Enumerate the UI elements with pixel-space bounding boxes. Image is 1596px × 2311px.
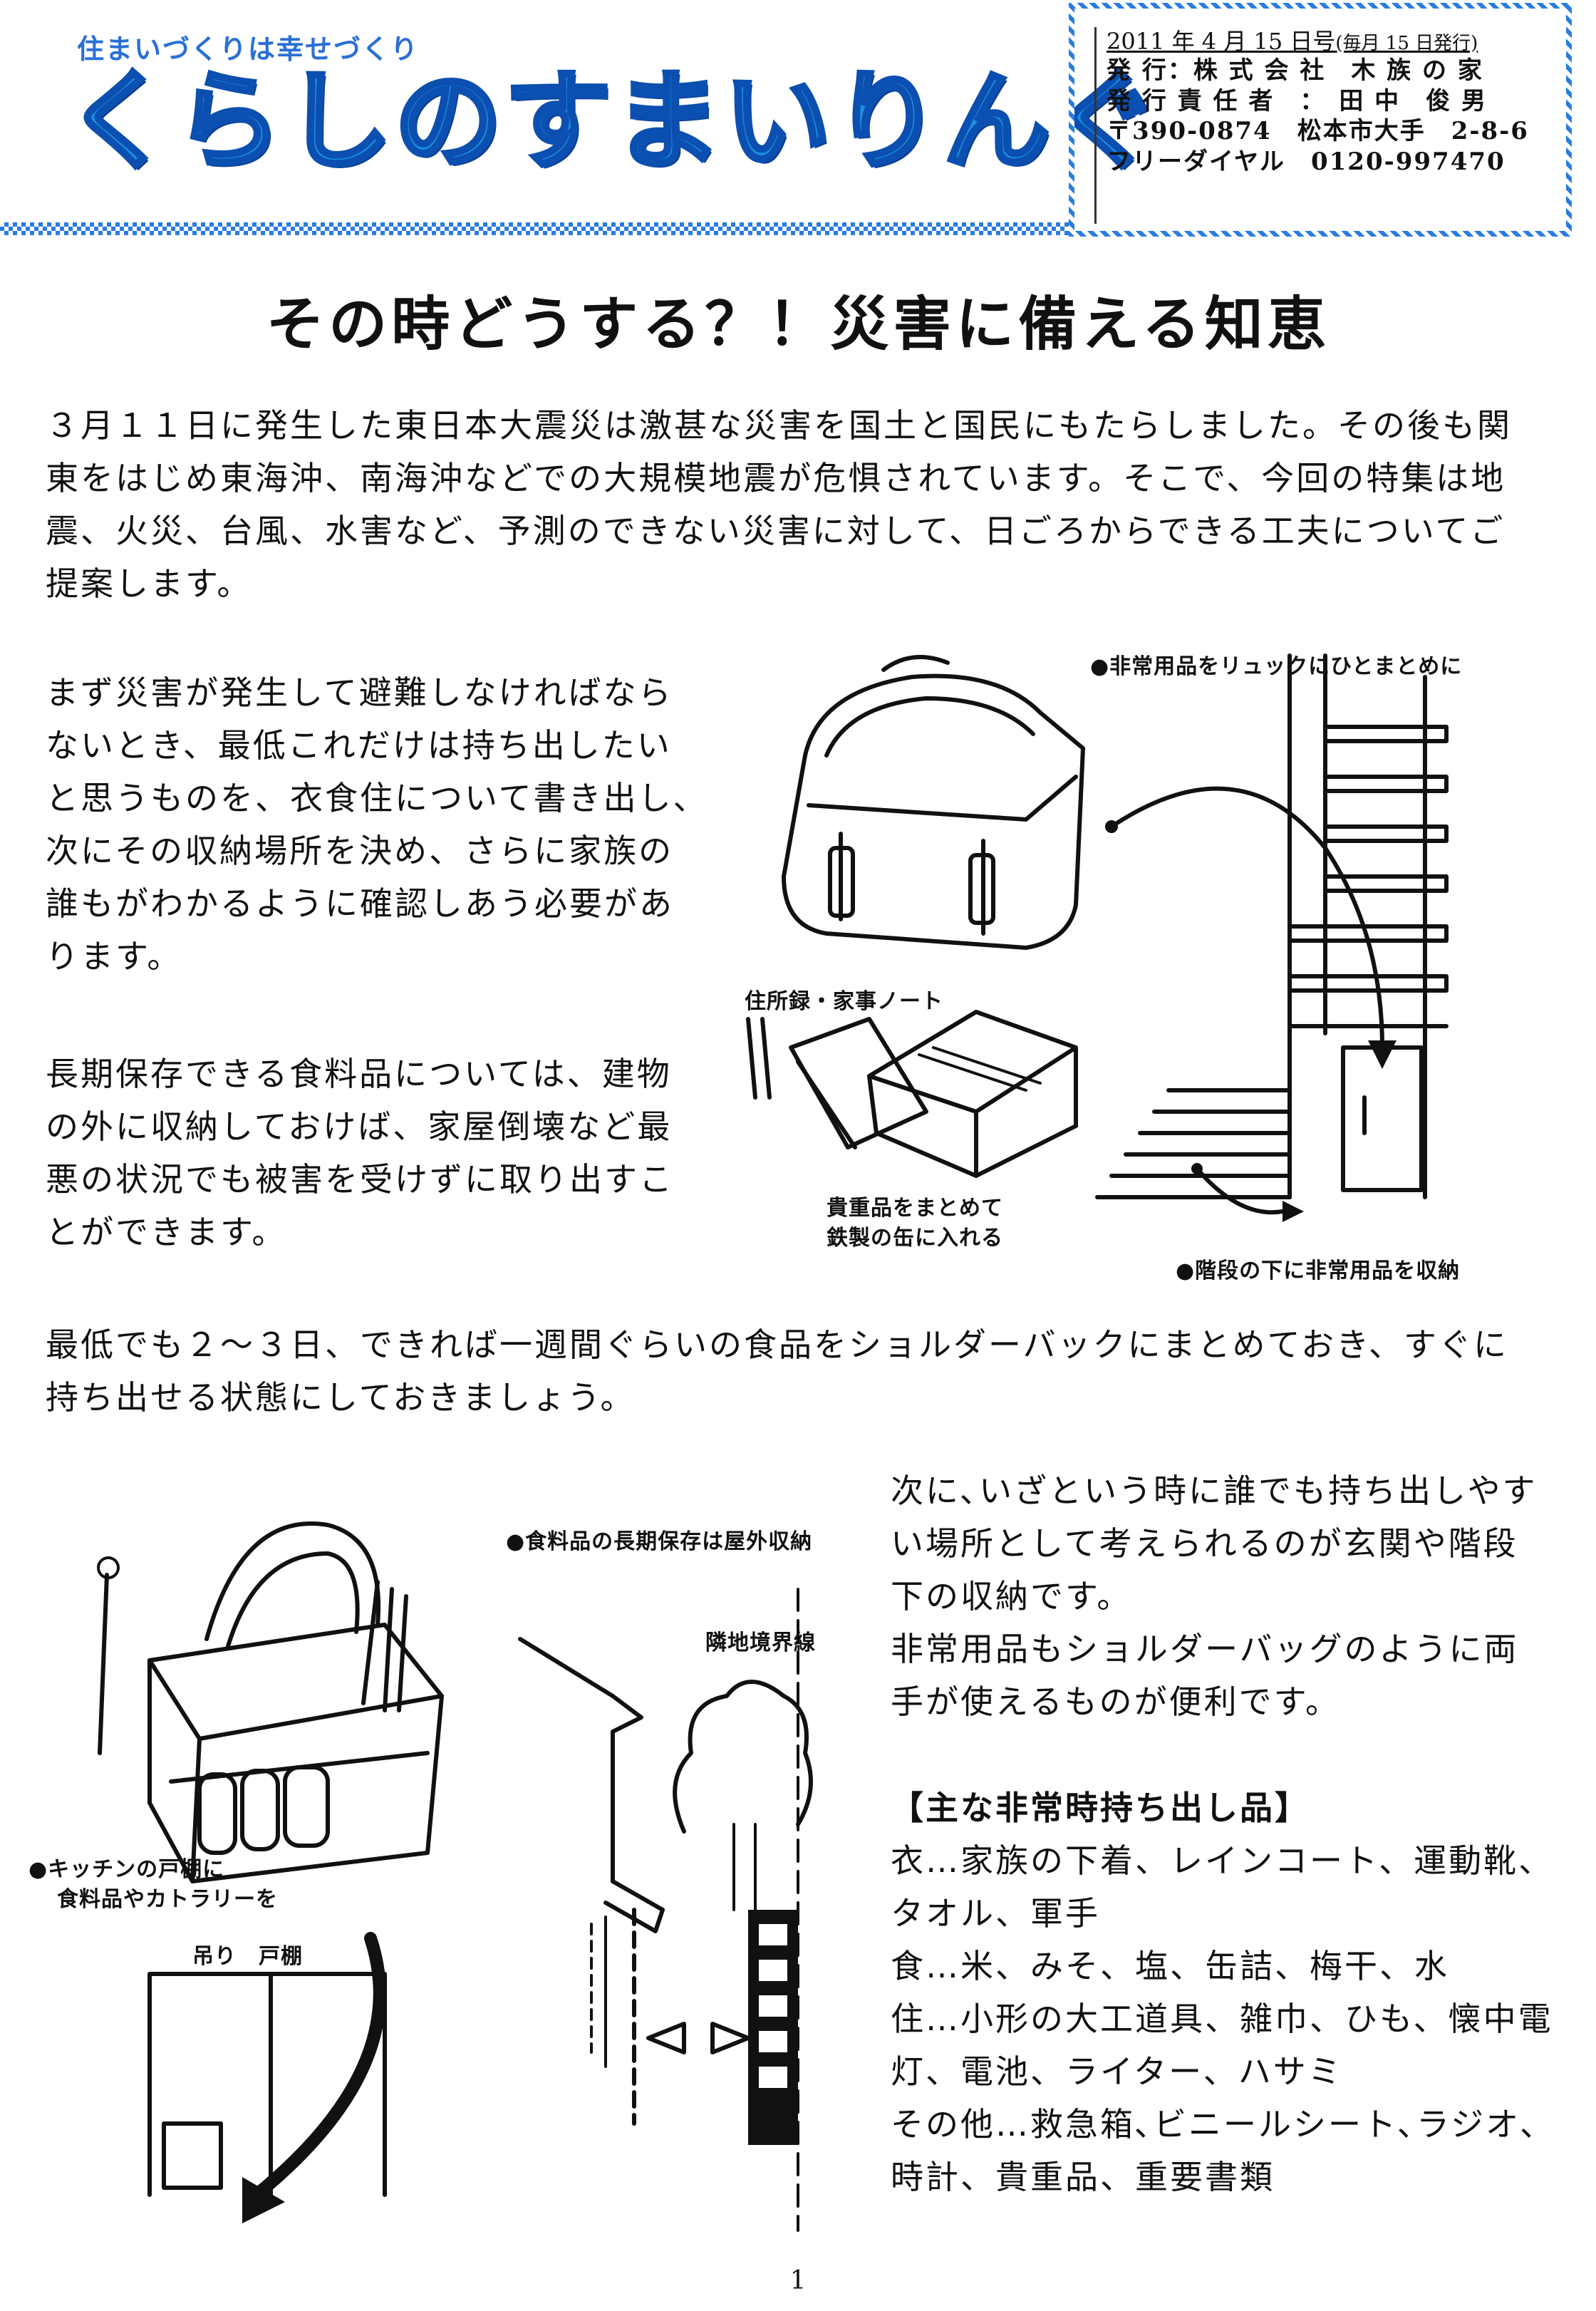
publisher: 発 行：株 式 会 社 木 族 の 家 [1107,56,1483,85]
intro-paragraph: ３月１１日に発生した東日本大震災は激甚な災害を国土と国民にもたらしました。その後… [46,399,1512,610]
intro-line: 提案します。 [46,564,252,603]
intro-line: 震、火災、台風、水害など、予測のできない災害に対して、日ごろからできる工夫につい… [46,512,1506,550]
caption-kitchen-1: ●キッチンの戸棚に [28,1857,225,1882]
text-line: ります。 [46,937,182,976]
text-line: 持ち出せる状態にしておきましょう。 [46,1378,636,1417]
address: 〒390-0874 松本市大手 2-8-6 [1107,117,1529,145]
text-line: 次にその収納場所を決め、さらに家族の [46,832,674,870]
text-line: 長期保存できる食料品については、建物 [46,1055,672,1093]
text-line: 最低でも２～３日、できれば一週間ぐらいの食品をショルダーバックにまとめておき、す… [46,1325,1508,1364]
publisher-info-box: 2011 年 4 月 15 日号(毎月 15 日発行) 発 行：株 式 会 社 … [1069,3,1572,237]
list-item: 時計、貴重品、重要書類 [891,2158,1275,2196]
list-item: 食…米、みそ、塩、缶詰、梅干、水 [891,1947,1449,1985]
text-line: 誰もがわかるように確認しあう必要があ [46,884,674,923]
text-line: ないとき、最低これだけは持ち出したい [46,726,672,765]
tagline: 住まいづくりは幸せづくり [77,33,420,65]
caption-stairs: ●階段の下に非常用品を収納 [1176,1258,1461,1283]
backpack-stairs-drawing [746,653,1449,1222]
text-line: 下の収納です。 [891,1577,1132,1615]
illustration-kitchen-outdoor: ●キッチンの戸棚に 食料品やカトラリーを 吊り 戸棚 ●食料品の長期保存は屋外収… [28,1482,848,2238]
illustration-backpack-stairs: ●非常用品をリュックにひとまとめに 住所録・家事ノート 貴重品をまとめて 鉄製の… [741,634,1553,1290]
issue-date-line: 2011 年 4 月 15 日号(毎月 15 日発行) [1107,27,1553,56]
text-line: 次に､いざという時に誰でも持ち出しやす [891,1472,1538,1510]
text-line: 手が使えるものが便利です。 [891,1682,1341,1721]
list-item: 灯、電池、ライター、ハサミ [891,2052,1343,2091]
paragraph-food-storage: 長期保存できる食料品については、建物 の外に収納しておけば、家屋倒壊など最 悪の… [46,1048,674,1258]
text-line: 非常用品もショルダーバッグのように両 [891,1630,1519,1668]
header-divider [0,222,1069,235]
kitchen-outdoor-drawing [97,1521,813,2232]
paragraph-storage-location: 次に､いざという時に誰でも持ち出しやす い場所として考えられるのが玄関や階段 下… [891,1464,1538,1728]
paragraph-shoulder-bag: 最低でも２～３日、できれば一週間ぐらいの食品をショルダーバックにまとめておき、す… [46,1318,1508,1424]
issue-date-note: (毎月 15 日発行) [1335,33,1478,54]
caption-valuables-2: 鉄製の缶に入れる [826,1226,1003,1251]
caption-notebook: 住所録・家事ノート [745,989,943,1014]
list-heading: 【主な非常時持ち出し品】 [891,1789,1310,1827]
caption-outdoor: ●食料品の長期保存は屋外収納 [506,1529,813,1554]
page-title: その時どうする？！災害に備える知恵 [266,291,1330,358]
text-line: と思うものを、衣食住について書き出し、 [46,779,708,817]
text-line: まず災害が発生して避難しなければなら [46,673,673,712]
text-line: 悪の状況でも被害を受けずに取り出すこ [46,1160,674,1199]
freedial: フリーダイヤル 0120-997470 [1107,147,1506,176]
newsletter-logo: くらしのすまいりんぐ [63,60,1164,184]
list-item: タオル、軍手 [891,1894,1100,1933]
caption-backpack: ●非常用品をリュックにひとまとめに [1090,654,1463,679]
text-line: い場所として考えられるのが玄関や階段 [891,1524,1518,1563]
paragraph-evacuation: まず災害が発生して避難しなければなら ないとき、最低これだけは持ち出したい と思… [46,666,708,983]
caption-cabinet: 吊り 戸棚 [192,1944,303,1969]
emergency-items-list: 【主な非常時持ち出し品】 衣…家族の下着、レインコート、運動靴、 タオル、軍手 … [891,1782,1553,2203]
intro-line: 東をはじめ東海沖、南海沖などでの大規模地震が危惧されています。そこで、今回の特集… [46,459,1506,497]
list-item: その他…救急箱､ビニールシート､ラジオ､ [891,2105,1540,2144]
editor: 発 行 責 任 者 ： 田 中 俊 男 [1107,86,1488,115]
intro-line: ３月１１日に発生した東日本大震災は激甚な災害を国土と国民にもたらしました。その後… [46,406,1512,445]
text-line: とができます。 [46,1213,287,1251]
caption-valuables-1: 貴重品をまとめて [826,1196,1003,1221]
text-line: の外に収納しておけば、家屋倒壊など最 [46,1107,673,1146]
list-item: 衣…家族の下着、レインコート、運動靴、 [891,1841,1554,1880]
list-item: 住…小形の大工道具、雑巾、ひも、懐中電 [891,2000,1553,2038]
page-number: 1 [789,2266,807,2295]
caption-boundary: 隣地境界線 [705,1630,816,1655]
caption-kitchen-2: 食料品やカトラリーを [57,1887,278,1912]
issue-date: 2011 年 4 月 15 日号 [1107,28,1336,55]
